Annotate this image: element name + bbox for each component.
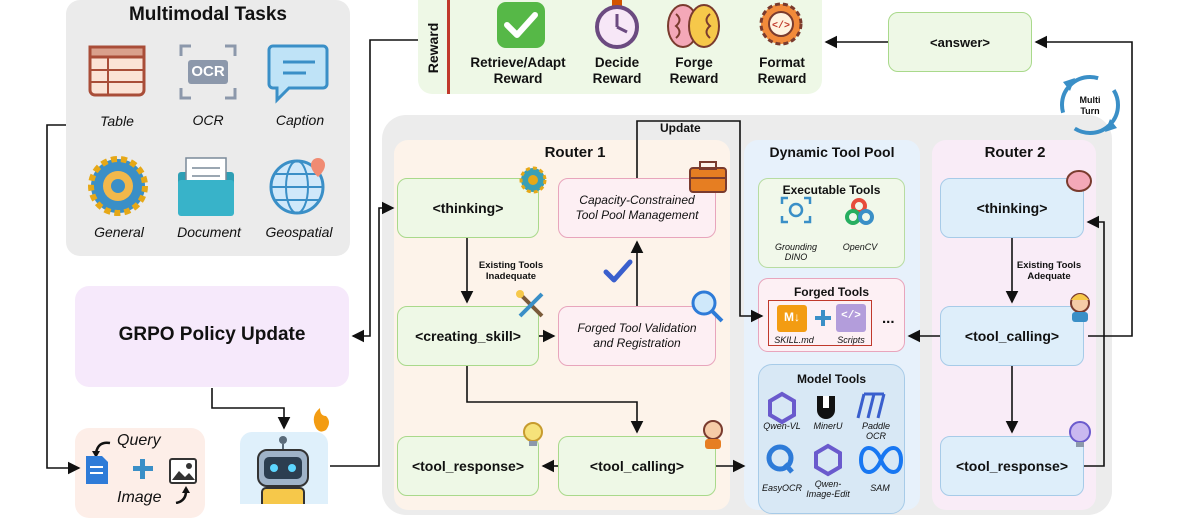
model-tools-box bbox=[758, 364, 905, 514]
router2-tool-calling-node: <tool_calling> bbox=[940, 306, 1084, 366]
router1-thinking-node: <thinking> bbox=[397, 178, 539, 238]
reward-side-label: Reward bbox=[425, 22, 441, 74]
image-label: Image bbox=[117, 489, 162, 506]
tool-sam: SAM bbox=[870, 483, 890, 493]
tool-scripts: Scripts bbox=[837, 335, 865, 345]
forged-tools-inner-box bbox=[768, 300, 872, 346]
task-label-geospatial: Geospatial bbox=[265, 224, 333, 240]
task-label-caption: Caption bbox=[275, 112, 325, 128]
multimodal-tasks-title: Multimodal Tasks bbox=[128, 4, 287, 25]
tool-skill-md: SKILL.md bbox=[774, 335, 814, 345]
task-label-document: Document bbox=[177, 224, 241, 240]
router1-tool-response-node: <tool_response> bbox=[397, 436, 539, 496]
tool-qwen-image-edit: Qwen-Image-Edit bbox=[806, 479, 850, 499]
reward-divider bbox=[447, 0, 450, 94]
tool-opencv: OpenCV bbox=[842, 242, 878, 252]
ocr-badge-text: OCR bbox=[191, 63, 225, 80]
grpo-label: GRPO Policy Update bbox=[118, 324, 306, 345]
query-label: Query bbox=[117, 432, 161, 449]
script-badge: </> bbox=[841, 310, 861, 322]
answer-node: <answer> bbox=[888, 12, 1032, 72]
tool-pool-title: Dynamic Tool Pool bbox=[769, 144, 895, 160]
task-label-general: General bbox=[94, 224, 144, 240]
router2-thinking-node: <thinking> bbox=[940, 178, 1084, 238]
tool-qwen-vl: Qwen-VL bbox=[763, 421, 801, 431]
grpo-to-robot-arrow bbox=[211, 388, 291, 430]
model-tools-title: Model Tools bbox=[796, 372, 867, 386]
update-label: Update bbox=[660, 121, 701, 135]
markdown-badge: M↓ bbox=[784, 310, 800, 324]
forged-more: ... bbox=[882, 310, 895, 327]
router1-creating-skill-node: <creating_skill> bbox=[397, 306, 539, 366]
router2-title: Router 2 bbox=[984, 144, 1046, 161]
fire-icon bbox=[313, 408, 329, 432]
tool-easyocr: EasyOCR bbox=[761, 483, 802, 493]
grpo-panel bbox=[75, 286, 349, 387]
task-label-table: Table bbox=[100, 113, 134, 129]
router2-tool-response-node: <tool_response> bbox=[940, 436, 1084, 496]
task-label-ocr: OCR bbox=[192, 112, 224, 128]
robot-icon bbox=[240, 432, 328, 504]
router1-title: Router 1 bbox=[544, 144, 606, 161]
router1-tool-calling-node: <tool_calling> bbox=[558, 436, 716, 496]
forged-tools-title: Forged Tools bbox=[793, 285, 870, 299]
executable-tools-title: Executable Tools bbox=[782, 183, 881, 197]
tool-mineru: MinerU bbox=[813, 421, 843, 431]
